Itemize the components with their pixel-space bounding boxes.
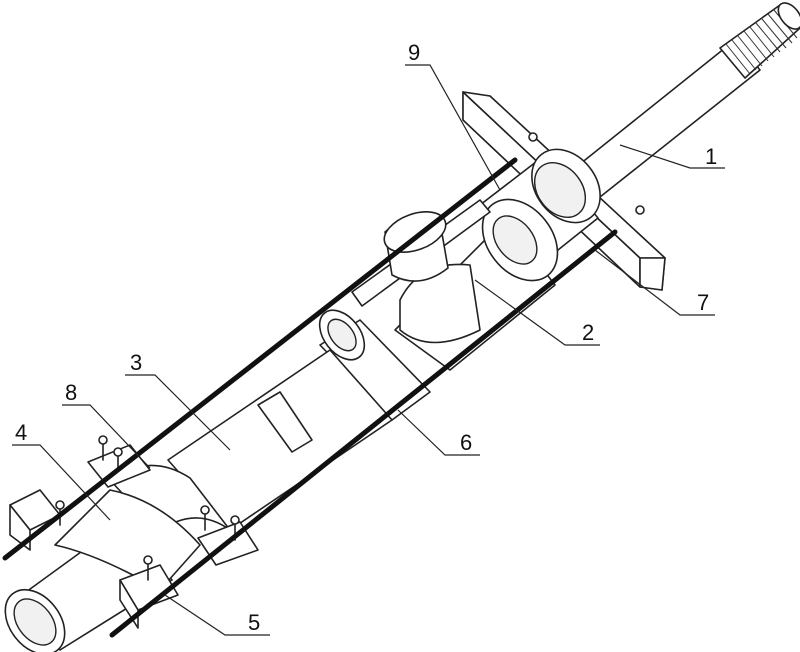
label-1: 1 xyxy=(705,144,717,169)
label-9: 9 xyxy=(408,40,420,65)
label-7: 7 xyxy=(697,290,709,315)
part-3-pipe-section xyxy=(167,309,431,531)
part-1-pipe xyxy=(574,2,800,198)
part-2-valve xyxy=(351,198,559,371)
label-3: 3 xyxy=(130,350,142,375)
thread-lines xyxy=(725,9,798,75)
part-4-pipe-end xyxy=(4,489,201,652)
label-2: 2 xyxy=(582,320,594,345)
label-5: 5 xyxy=(248,610,260,635)
label-6: 6 xyxy=(460,430,472,455)
leader-lines xyxy=(12,64,725,636)
reference-numerals: 9 1 7 2 3 8 4 6 5 xyxy=(15,40,717,635)
label-4: 4 xyxy=(15,420,27,445)
label-8: 8 xyxy=(65,380,77,405)
part-6-tie-rods xyxy=(2,157,618,638)
